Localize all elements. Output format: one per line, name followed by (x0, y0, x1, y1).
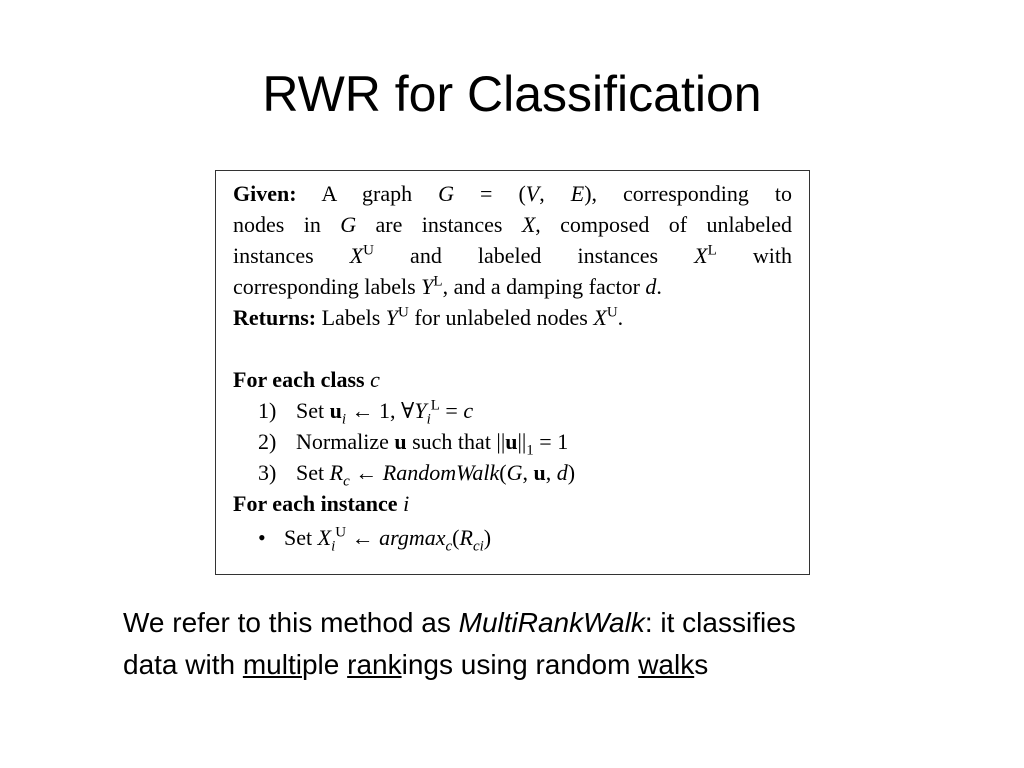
caption-line-1: We refer to this method as MultiRankWalk… (123, 607, 796, 638)
bullet-icon: • (258, 525, 266, 550)
step-2: 2)Normalize u such that ||u||1 = 1 (258, 429, 569, 459)
for-each-class-label: For each class (233, 367, 365, 392)
step-3: 3)Set Rc ← RandomWalk(G, u, d) (258, 460, 576, 490)
given-line-1: Given: A graph G = (V, E), corresponding… (233, 181, 793, 206)
bullet-line: •Set XiU ← argmaxc(Rci) (233, 522, 792, 554)
given-line-3: instances XU and labeled instances XL wi… (233, 242, 792, 268)
caption-line-2: data with multiple rankings using random… (123, 649, 709, 680)
caption: We refer to this method as MultiRankWalk… (123, 602, 923, 686)
for-each-instance-label: For each instance (233, 491, 398, 516)
step-1: 1)Set ui ← 1, ∀YiL = c (258, 397, 474, 428)
for-each-class-line: For each class c (233, 364, 792, 395)
returns-label: Returns: (233, 305, 317, 330)
algorithm-box: Given: A graph G = (V, E), corresponding… (215, 170, 810, 575)
given-line-4: corresponding labels YL, and a damping f… (233, 273, 662, 299)
for-each-instance-line: For each instance i (233, 488, 792, 519)
class-var: c (370, 367, 380, 392)
given-line-2: nodes in G are instances X, composed of … (233, 212, 792, 237)
returns-line: Returns: Labels YU for unlabeled nodes X… (233, 304, 624, 330)
slide-title: RWR for Classification (262, 66, 762, 122)
instance-var: i (403, 491, 410, 516)
given-label: Given: (233, 181, 297, 206)
method-name: MultiRankWalk (458, 607, 645, 638)
